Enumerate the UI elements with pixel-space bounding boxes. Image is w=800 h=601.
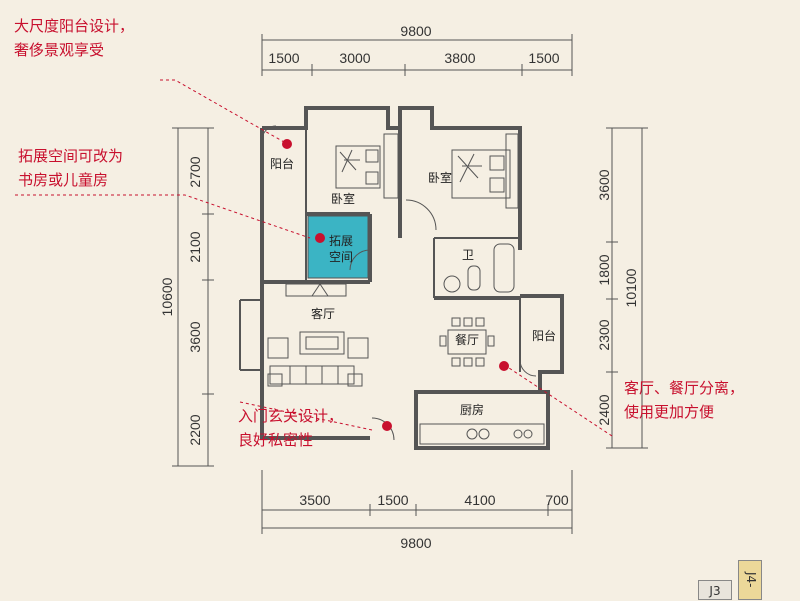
dim-right-total: 10100 [623,268,639,307]
tab-j4[interactable]: J4- [738,560,762,600]
tab-j3[interactable]: J3 [698,580,732,600]
annotation-separation: 客厅、餐厅分离， 使用更加方便 [624,379,745,421]
dim-top-seg-2: 3000 [339,50,370,66]
dim-right-seg-3: 2300 [596,319,612,350]
dim-top-seg-3: 3800 [444,50,475,66]
room-bedroom-left: 卧室 [331,191,355,206]
annotation-balcony: 大尺度阳台设计， 奢侈景观享受 [14,17,135,59]
dim-bottom-seg-3: 4100 [464,492,495,508]
dim-bottom-seg-1: 3500 [299,492,330,508]
dim-left-seg-4: 2200 [187,414,203,445]
room-bathroom: 卫 [462,248,474,262]
annotation-entrance: 入门玄关设计， 良好私密性 [238,407,344,449]
room-balcony-nw: 阳台 [270,156,294,171]
dim-bottom-total: 9800 [400,535,431,551]
dim-left-seg-3: 3600 [187,321,203,352]
dimension-lines [172,34,648,534]
dim-bottom-seg-4: 700 [545,492,569,508]
room-kitchen: 厨房 [460,402,484,417]
dim-left-seg-1: 2700 [187,156,203,187]
annotation-expand: 拓展空间可改为 书房或儿童房 [18,147,124,189]
dim-top-total: 9800 [400,23,431,39]
furniture [267,133,545,445]
dim-top-seg-1: 1500 [268,50,299,66]
walls [239,106,564,450]
dim-bottom-seg-2: 1500 [377,492,408,508]
room-expand-line2: 空间 [329,250,353,264]
dim-left-seg-2: 2100 [187,231,203,262]
leader-lines [15,79,613,437]
room-bedroom-right: 卧室 [428,170,452,185]
room-dining: 餐厅 [455,332,479,347]
room-living: 客厅 [311,306,335,321]
annotation-dots [282,139,509,431]
dim-top-seg-4: 1500 [528,50,559,66]
room-balcony-e: 阳台 [532,328,556,343]
room-expand-line1: 拓展 [329,234,353,248]
dim-right-seg-4: 2400 [596,394,612,425]
dim-left-total: 10600 [159,277,175,316]
dim-right-seg-2: 1800 [596,254,612,285]
dim-right-seg-1: 3600 [596,169,612,200]
expand-room [307,215,369,279]
